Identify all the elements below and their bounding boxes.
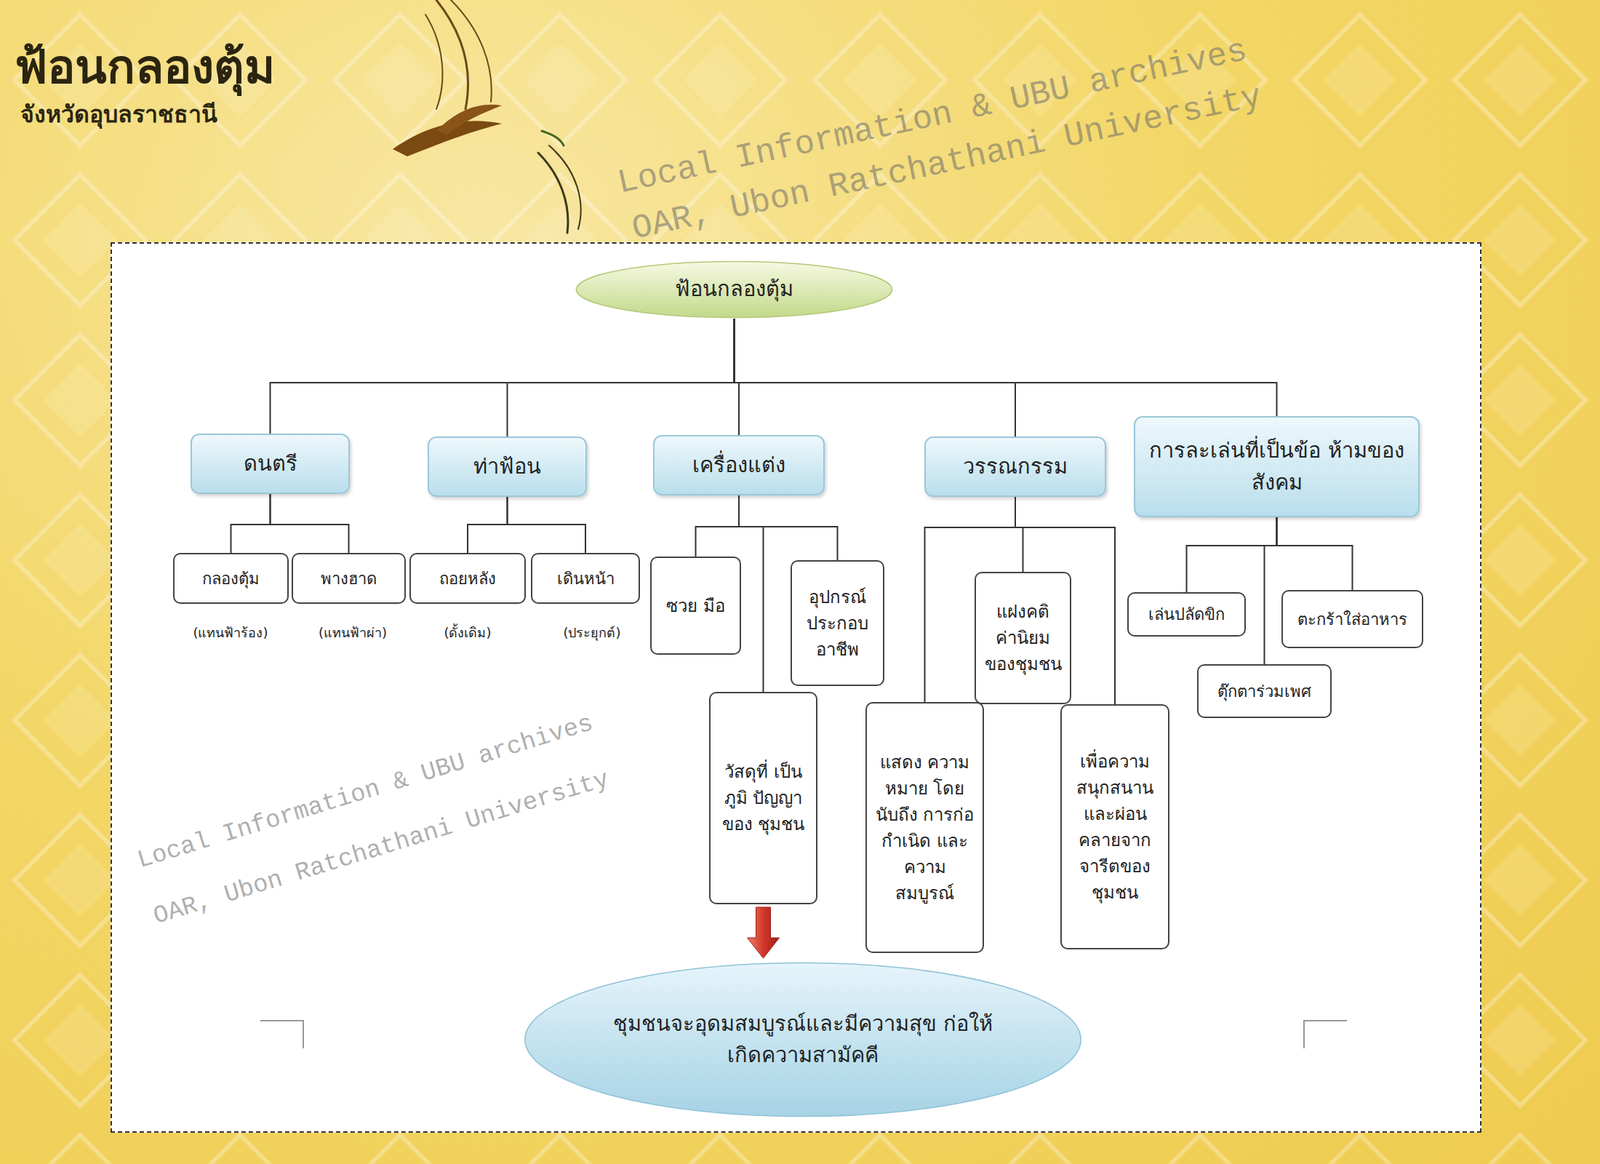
category-box: ดนตรี	[190, 433, 350, 494]
item-box: แสดง ความหมาย โดยนับถึง การก่อกำเนิด และ…	[865, 701, 984, 953]
node-text: วรรณกรรม	[933, 450, 1098, 483]
item-box: วัสดุที่ เป็นภูมิ ปัญญา ของ ชุมชน	[709, 691, 818, 904]
node-text: ถอยหลัง	[418, 566, 518, 591]
brush-ornament	[425, 0, 582, 233]
item-box: พางฮาด	[291, 552, 406, 604]
block-arrow	[747, 906, 780, 958]
tree-connector	[696, 495, 740, 557]
tree-connector	[734, 318, 1016, 437]
subtitle: จังหวัดอุบลราชธานี	[20, 95, 218, 133]
item-box: เดินหน้า	[530, 552, 640, 604]
topic-ellipse: ฟ้อนกลองตุ้ม	[573, 260, 896, 319]
node-text: วัสดุที่ เป็นภูมิ ปัญญา ของ ชุมชน	[717, 758, 809, 838]
tree-connector	[1264, 517, 1278, 664]
tree-connector	[467, 496, 508, 553]
tree-connector	[270, 318, 735, 434]
ellipse-shape	[525, 962, 1081, 1116]
tree-connector	[270, 493, 350, 553]
ellipse-outline	[519, 959, 1087, 1120]
node-text: เครื่องแต่ง	[661, 449, 816, 482]
category-box: เครื่องแต่ง	[653, 434, 825, 496]
node-text: ตะกร้าใส่อาหาร	[1290, 607, 1415, 632]
page-title: ฟ้อนกลองตุ้ม	[14, 29, 275, 104]
node-text: พางฮาด	[300, 566, 398, 591]
sub-label: (ดั้งเดิม)	[443, 621, 491, 643]
item-box: เพื่อความ สนุกสนาน และผ่อน คลายจาก จารีต…	[1060, 704, 1170, 950]
tree-connector	[734, 318, 1278, 416]
item-box: ซวย มือ	[650, 556, 742, 655]
tree-connector	[738, 495, 838, 560]
node-text: แสดง ความหมาย โดยนับถึง การก่อกำเนิด และ…	[874, 749, 976, 907]
category-box: ท่าฟ้อน	[427, 436, 587, 497]
sub-label: (แทนฟ้าผ่า)	[318, 621, 387, 643]
item-box: กลองตุ้ม	[173, 552, 289, 604]
item-box: อุปกรณ์ ประกอบ อาชีพ	[790, 560, 885, 686]
node-text: แฝงคติ ค่านิยม ของชุมชน	[983, 598, 1063, 678]
item-box: ถอยหลัง	[409, 552, 526, 604]
sub-label: (แทนฟ้าร้อง)	[192, 621, 268, 643]
node-text: เพื่อความ สนุกสนาน และผ่อน คลายจาก จารีต…	[1069, 748, 1161, 906]
node-text: ตุ๊กตาร่วมเพศ	[1205, 679, 1323, 704]
node-text: การละเล่นที่เป็นข้อ ห้ามของสังคม	[1142, 434, 1411, 499]
node-text: เล่นปลัดขิก	[1136, 602, 1238, 627]
node-text: ดนตรี	[199, 448, 342, 480]
node-text: ฟ้อนกลองตุ้ม	[618, 273, 851, 306]
item-box: ตุ๊กตาร่วมเพศ	[1197, 664, 1332, 718]
node-text: อุปกรณ์ ประกอบ อาชีพ	[799, 584, 876, 663]
tree-connector	[1277, 517, 1353, 590]
node-text: ซวย มือ	[658, 592, 733, 619]
tree-connector	[507, 318, 735, 437]
tree-connector	[231, 493, 271, 553]
tree-connector	[738, 495, 764, 692]
ellipse-shape	[576, 261, 892, 318]
item-box: เล่นปลัดขิก	[1127, 592, 1246, 637]
tree-connector	[1015, 496, 1024, 572]
sub-label: (ประยุกต์)	[562, 621, 621, 643]
item-box: ตะกร้าใส่อาหาร	[1281, 589, 1424, 648]
category-box: วรรณกรรม	[924, 436, 1107, 497]
text-wrap: ชุมชนจะอุดมสมบูรณ์และมีความสุข ก่อให้เกิ…	[598, 1008, 1008, 1072]
node-text: ท่าฟ้อน	[436, 450, 579, 483]
tree-connector	[507, 496, 587, 553]
text-wrap: ฟ้อนกลองตุ้ม	[618, 273, 851, 306]
node-text: กลองตุ้ม	[181, 566, 280, 591]
category-box: การละเล่นที่เป็นข้อ ห้ามของสังคม	[1133, 416, 1420, 518]
node-text: เดินหน้า	[539, 566, 632, 591]
node-text: ชุมชนจะอุดมสมบูรณ์และมีความสุข ก่อให้เกิ…	[598, 1008, 1008, 1072]
result-ellipse: ชุมชนจะอุดมสมบูรณ์และมีความสุข ก่อให้เกิ…	[519, 959, 1087, 1120]
tree-connector	[1186, 517, 1278, 592]
item-box: แฝงคติ ค่านิยม ของชุมชน	[974, 571, 1072, 704]
brush-stroke	[436, 104, 502, 135]
